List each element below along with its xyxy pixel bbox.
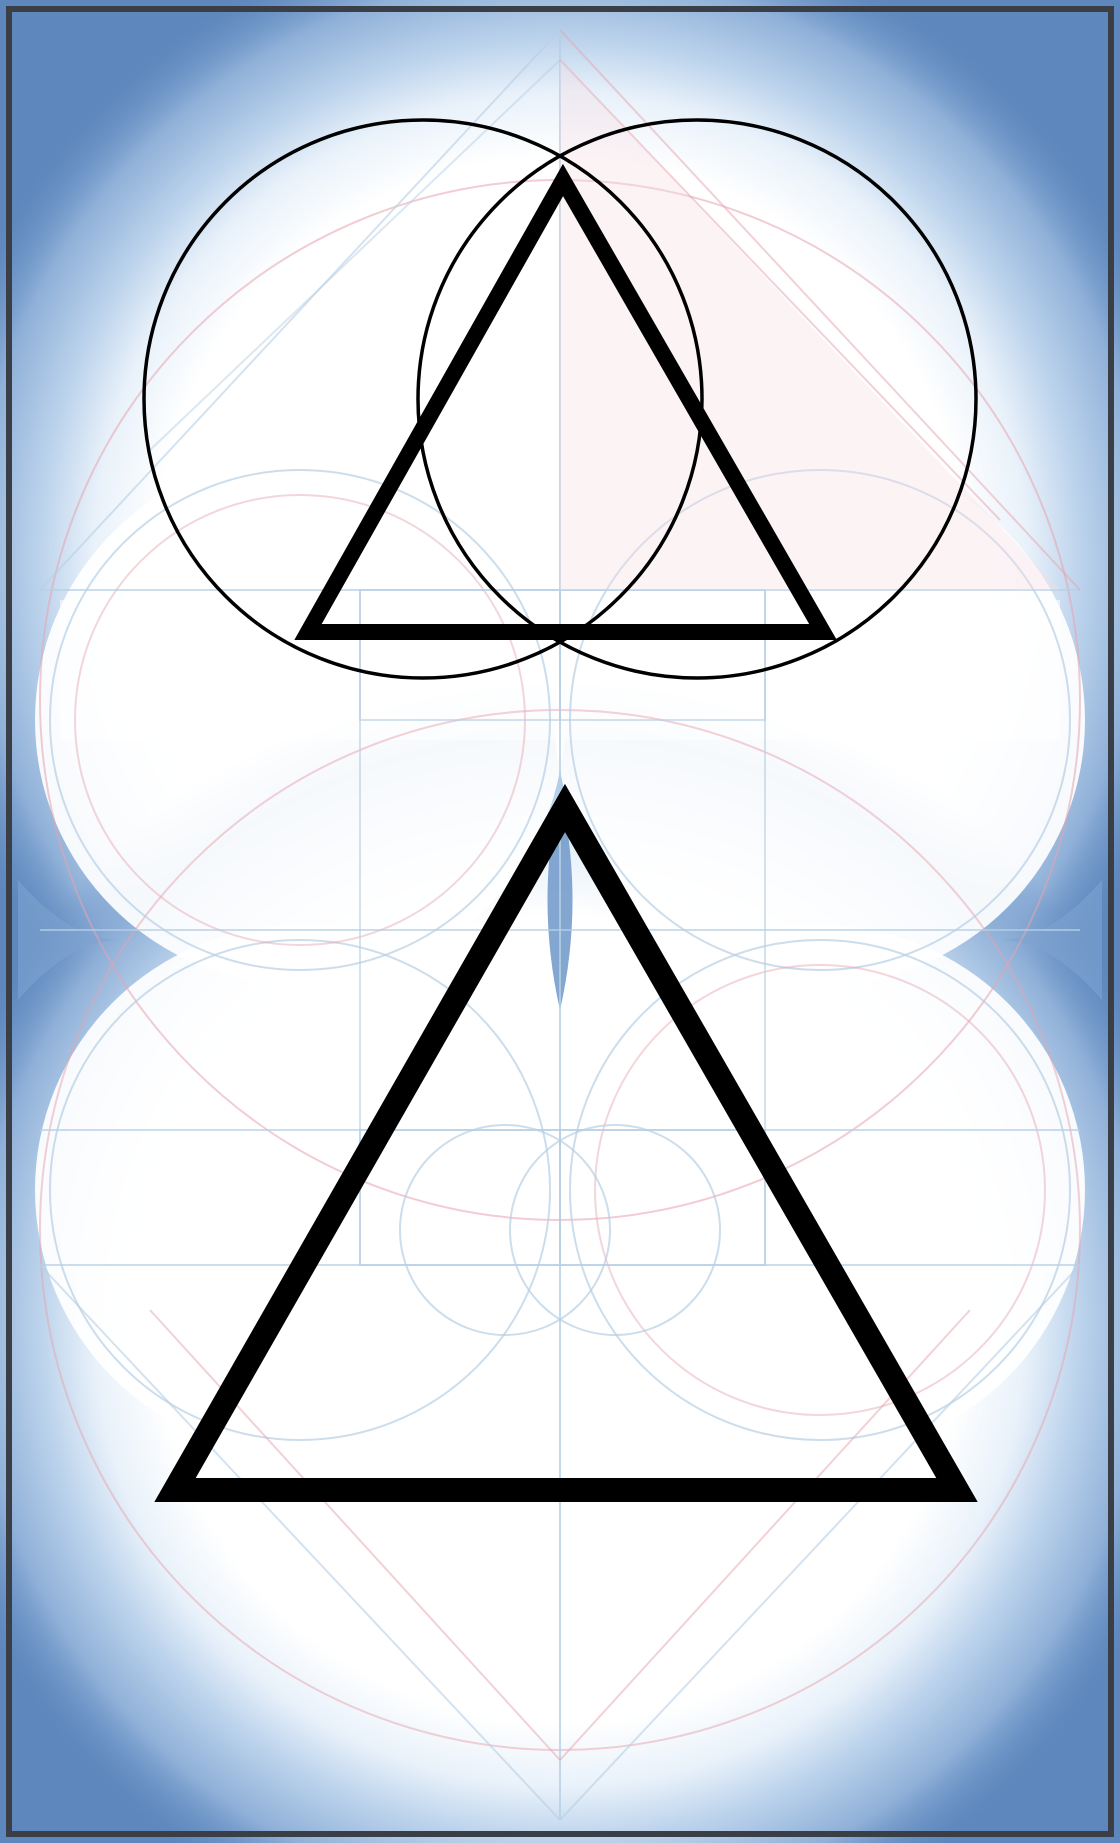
lobe-bottom-right	[555, 925, 1085, 1455]
lobe-bottom-left	[35, 925, 565, 1455]
